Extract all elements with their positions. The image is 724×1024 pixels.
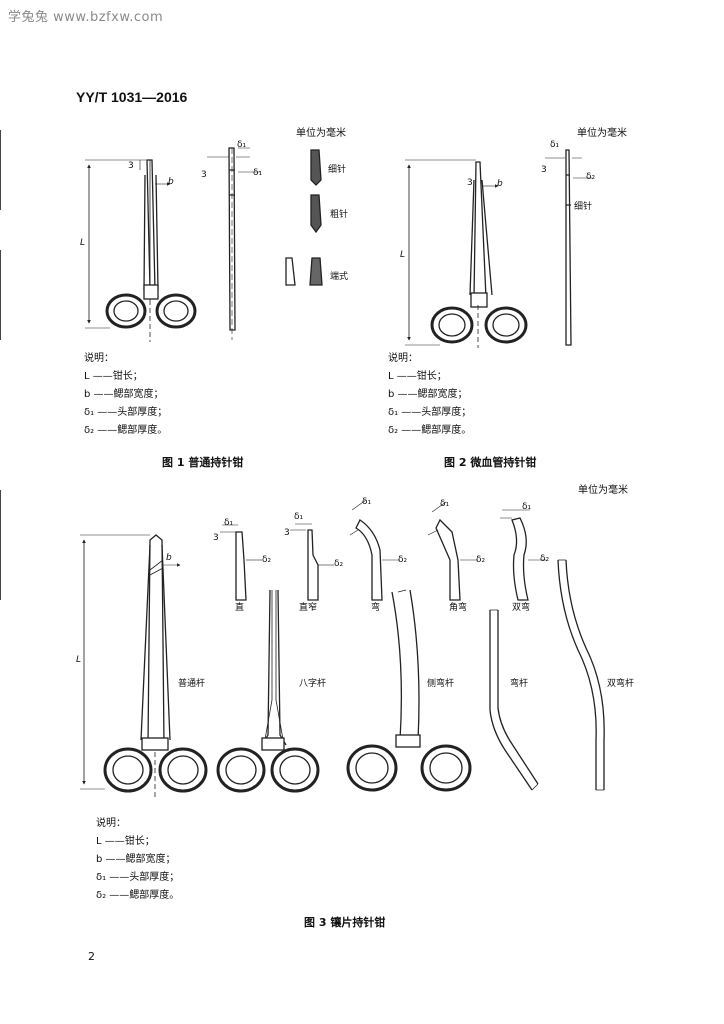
page-edge-mark <box>0 130 1 210</box>
legend-item: b ——鳃部宽度； <box>84 389 164 400</box>
legend-item: δ₁ ——头部厚度； <box>84 407 168 418</box>
page-edge-mark <box>0 250 1 340</box>
dim-b-fig3: b <box>166 553 172 563</box>
dim-d1-fig2: δ₁ <box>550 140 560 150</box>
legend-fig1: 说明： L ——钳长； b ——鳃部宽度； δ₁ ——头部厚度； δ₂ ——鳃部… <box>84 350 167 440</box>
dim-b-fig2: b <box>497 179 503 189</box>
dim-d1-jaw3: δ₁ <box>362 497 372 507</box>
shaft-label-bent: 弯杆 <box>510 679 529 689</box>
legend-item: δ₁ ——头部厚度； <box>388 407 472 418</box>
shaft-bent <box>489 609 539 791</box>
watermark: 学兔兔 www.bzfxw.com <box>8 10 164 25</box>
jaw-label-straight: 直 <box>235 603 245 613</box>
dim-d1b-fig1: δ₁ <box>253 168 263 178</box>
figure2-caption: 图 2 微血管持针钳 <box>444 456 537 469</box>
fig2-side-view <box>545 149 592 346</box>
dim-d2-jaw4: δ₂ <box>476 555 486 565</box>
figure3-caption: 图 3 镶片持针钳 <box>304 916 386 929</box>
fig2-forceps <box>405 159 528 348</box>
tip-label-fig2: 细针 <box>574 202 593 212</box>
fig3-forceps <box>80 534 208 800</box>
shaft-side-curved <box>346 589 472 792</box>
legend-item: L ——钳长； <box>96 836 155 847</box>
legend-title: 说明： <box>96 818 126 829</box>
tip-label-end: 端式 <box>330 272 349 282</box>
page-number: 2 <box>88 950 95 963</box>
jaw-straight-narrow <box>290 523 334 601</box>
figure1-caption: 图 1 普通持针钳 <box>162 456 244 469</box>
legend-item: L ——钳长； <box>84 371 143 382</box>
fig1-forceps <box>85 159 197 342</box>
dim-d1-jaw4: δ₁ <box>440 499 450 509</box>
dim-3-side-fig2: 3 <box>541 165 547 175</box>
dim-d2-jaw3: δ₂ <box>398 555 408 565</box>
shaft-label-side-curved: 侧弯杆 <box>427 679 455 689</box>
legend-item: δ₂ ——鳃部厚度。 <box>96 890 180 901</box>
legend-item: δ₂ ——鳃部厚度。 <box>388 425 472 436</box>
dim-d2-fig2: δ₂ <box>586 172 596 182</box>
shaft-label-ordinary: 普通杆 <box>178 679 206 689</box>
jaw-label-angled: 角弯 <box>449 603 468 613</box>
unit-label-fig3: 单位为毫米 <box>578 485 628 496</box>
shaft-double-bent <box>557 559 605 791</box>
legend-item: L ——钳长； <box>388 371 447 382</box>
legend-title: 说明： <box>84 353 114 364</box>
jaw-label-curved: 弯 <box>371 603 381 613</box>
shaft-label-splayed: 八字杆 <box>299 679 327 689</box>
unit-label-fig2: 单位为毫米 <box>577 128 627 139</box>
dim-3-jaw1: 3 <box>213 533 219 543</box>
standard-number: YY/T 1031—2016 <box>76 89 188 105</box>
dim-d1-jaw1: δ₁ <box>224 518 234 528</box>
dim-L-fig1: L <box>80 238 86 248</box>
legend-item: b ——鳃部宽度； <box>388 389 468 400</box>
dim-3-fig2: 3 <box>467 178 473 188</box>
tip-label-coarse: 粗针 <box>330 210 349 220</box>
fig1-tip-views <box>285 149 323 286</box>
legend-item: δ₂ ——鳃部厚度。 <box>84 425 168 436</box>
legend-fig2: 说明： L ——钳长； b ——鳃部宽度； δ₁ ——头部厚度； δ₂ ——鳃部… <box>388 350 471 440</box>
dim-d1-jaw5: δ₁ <box>522 502 532 512</box>
shaft-label-double-bent: 双弯杆 <box>607 679 635 689</box>
page-edge-mark <box>0 490 1 600</box>
dim-d1-jaw2: δ₁ <box>294 512 304 522</box>
jaw-angled <box>427 501 478 601</box>
legend-item: b ——鳃部宽度； <box>96 854 176 865</box>
dim-d2-jaw2: δ₂ <box>334 559 344 569</box>
tip-label-fine: 细针 <box>328 165 347 175</box>
jaw-label-straight-narrow: 直窄 <box>299 603 318 613</box>
dim-L-fig3: L <box>76 655 82 665</box>
dim-3-fig1: 3 <box>128 161 134 171</box>
fig1-side-view <box>207 147 260 340</box>
jaw-straight <box>220 524 262 601</box>
dim-3-jaw2: 3 <box>284 528 290 538</box>
dim-d2-jaw1: δ₂ <box>262 555 272 565</box>
unit-label-fig1: 单位为毫米 <box>296 128 346 139</box>
dim-3-side-fig1: 3 <box>201 170 207 180</box>
dim-d1-fig1: δ₁ <box>237 140 247 150</box>
dim-b-fig1: b <box>168 177 174 187</box>
legend-fig3: 说明： L ——钳长； b ——鳃部宽度； δ₁ ——头部厚度； δ₂ ——鳃部… <box>96 815 179 905</box>
shaft-splayed <box>216 589 320 793</box>
dim-d2-jaw5: δ₂ <box>540 554 550 564</box>
jaw-curved <box>349 499 400 601</box>
dim-L-fig2: L <box>400 250 406 260</box>
jaw-label-double-curve: 双弯 <box>512 603 531 613</box>
legend-item: δ₁ ——头部厚度； <box>96 872 180 883</box>
jaw-double-curve <box>500 509 546 601</box>
legend-title: 说明： <box>388 353 418 364</box>
